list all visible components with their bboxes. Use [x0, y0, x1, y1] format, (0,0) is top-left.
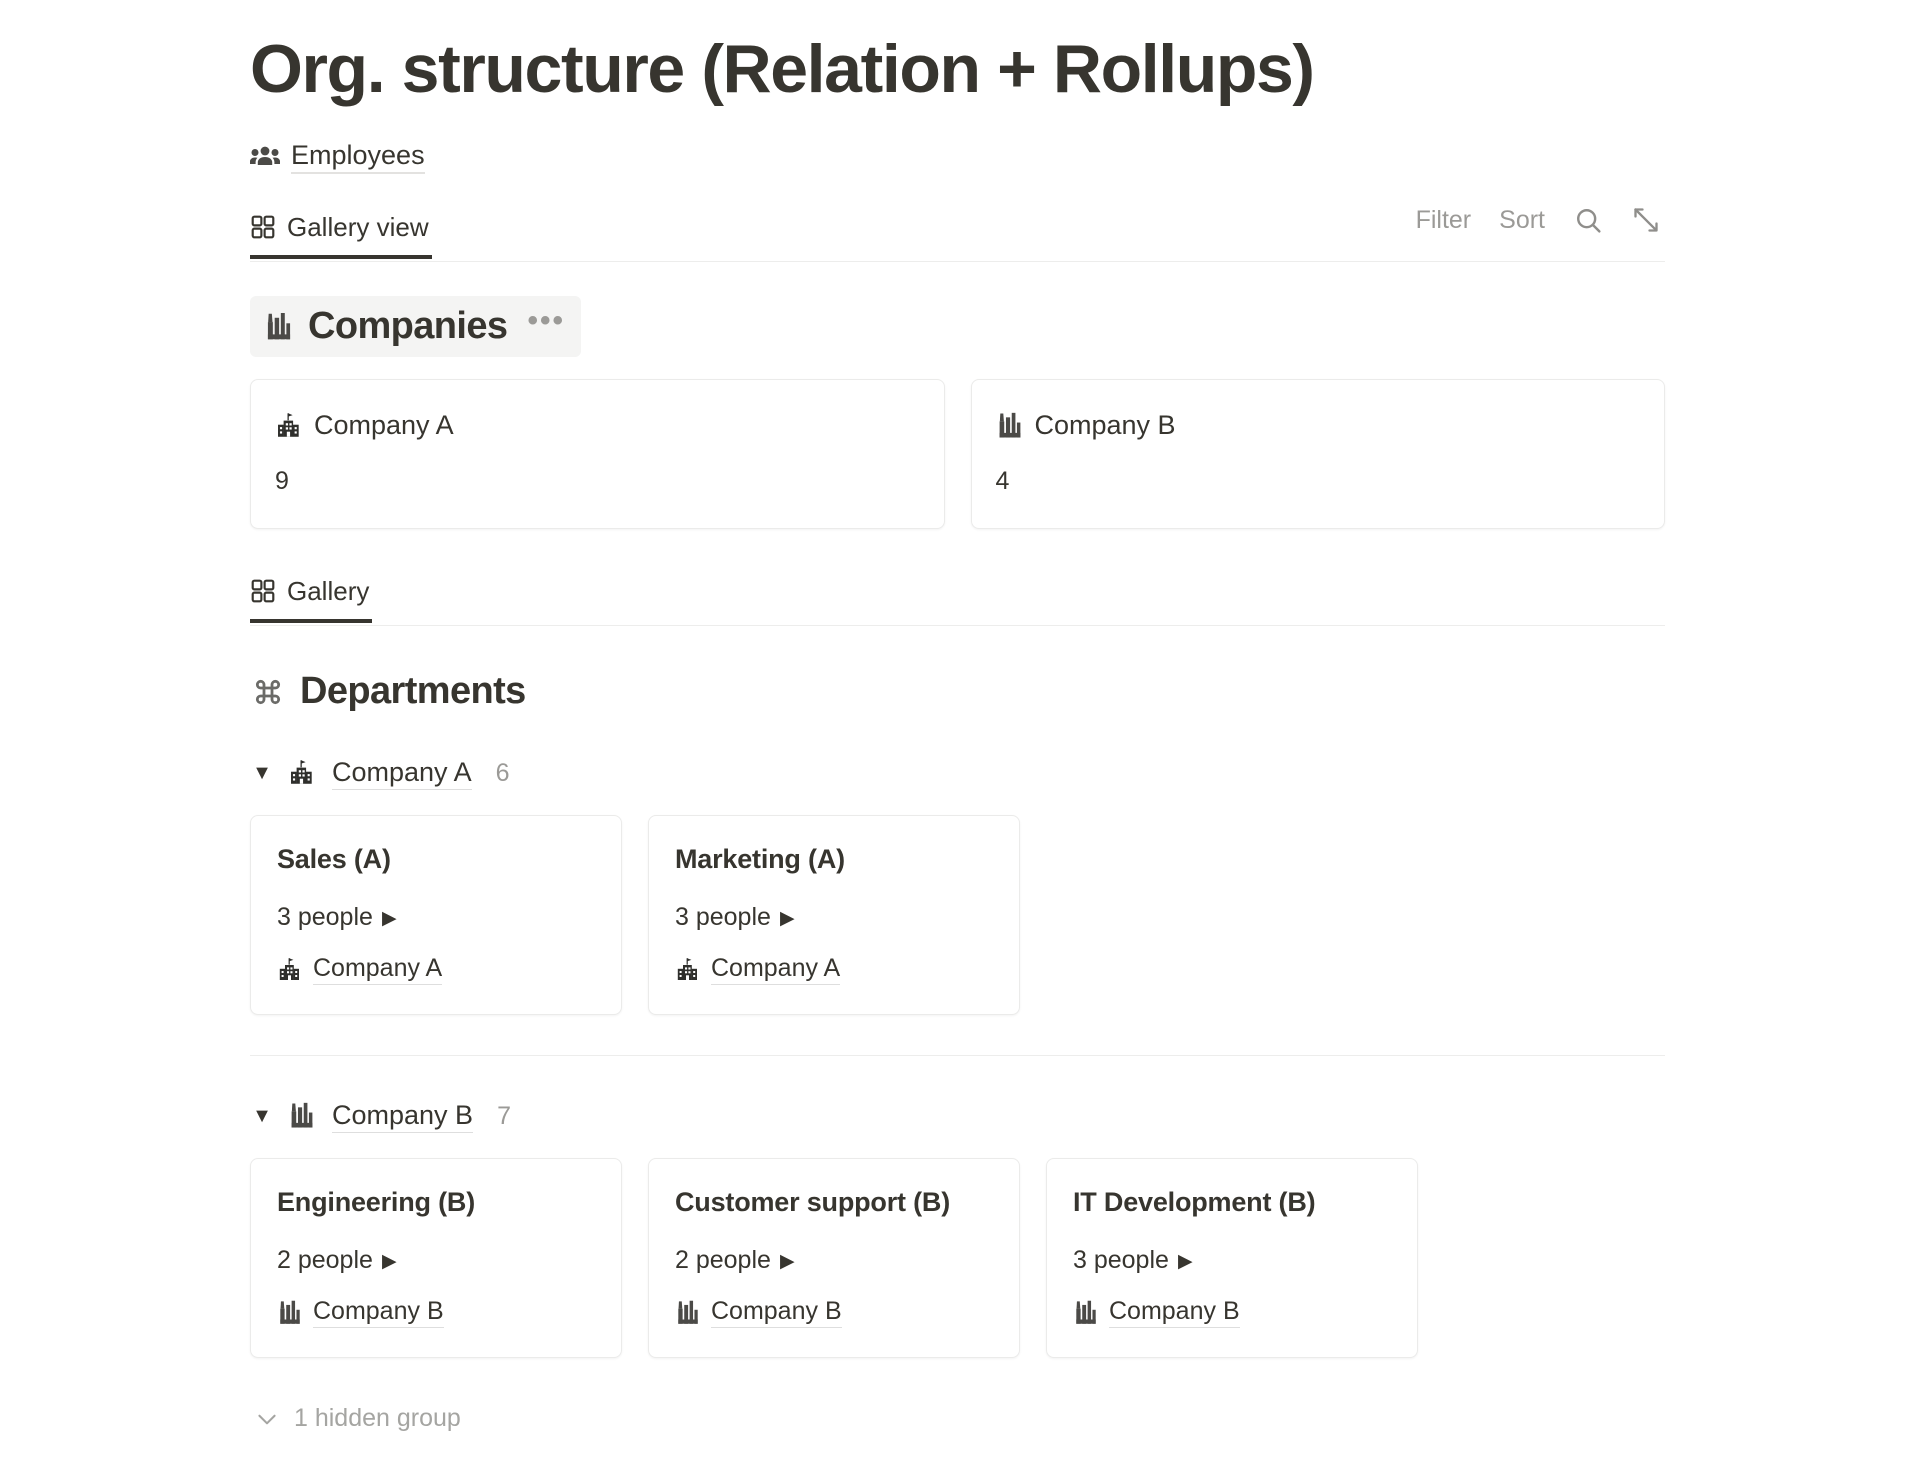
department-card-relation[interactable]: Company B: [1073, 1297, 1391, 1329]
hidden-group-toggle[interactable]: 1 hidden group: [250, 1404, 1665, 1433]
breadcrumb-label: Employees: [291, 140, 425, 175]
department-card-title: Sales (A): [277, 844, 391, 875]
department-card[interactable]: Customer support (B) 2 people ▶: [648, 1158, 1020, 1359]
rollup-value: 2 people: [675, 1246, 771, 1275]
department-card-title: Engineering (B): [277, 1187, 475, 1218]
department-card[interactable]: IT Development (B) 3 people ▶: [1046, 1158, 1418, 1359]
department-card-title: Marketing (A): [675, 844, 845, 875]
expand-rollup-icon[interactable]: ▶: [381, 1251, 397, 1273]
company-card-value: 4: [995, 467, 1010, 496]
department-card-title: Customer support (B): [675, 1187, 950, 1218]
tab-gallery-view-label: Gallery view: [287, 211, 429, 242]
school-building-icon: [275, 412, 303, 440]
company-card[interactable]: Company B 4: [970, 379, 1665, 530]
department-card-relation[interactable]: Company B: [675, 1297, 993, 1329]
factory-building-icon: [264, 311, 294, 343]
department-card-rollup[interactable]: 2 people ▶: [675, 1246, 993, 1275]
tab-gallery[interactable]: Gallery: [250, 563, 373, 624]
department-card[interactable]: Marketing (A) 3 people ▶: [648, 815, 1020, 1016]
collapse-caret-icon[interactable]: ▼: [252, 762, 272, 785]
department-card-relation[interactable]: Company A: [277, 954, 595, 986]
school-building-icon: [675, 957, 701, 983]
group-header-company-a[interactable]: ▼ Compan: [250, 753, 1665, 793]
company-card-title: Company A: [314, 410, 454, 441]
relation-link[interactable]: Company A: [313, 954, 443, 986]
factory-building-icon: [1073, 1299, 1099, 1327]
departments-heading[interactable]: Departments: [250, 670, 1665, 713]
gallery-icon: [250, 578, 276, 604]
view-toolbar: Gallery view Filter Sort: [250, 199, 1665, 263]
sort-button[interactable]: Sort: [1499, 205, 1545, 234]
expand-rollup-icon[interactable]: ▶: [381, 908, 397, 930]
expand-rollup-icon[interactable]: ▶: [1177, 1251, 1193, 1273]
companies-heading-label: Companies: [308, 305, 508, 348]
command-loop-icon: [252, 676, 284, 708]
departments-heading-label: Departments: [300, 670, 526, 713]
collapse-caret-icon[interactable]: ▼: [252, 1105, 272, 1128]
department-card-relation[interactable]: Company A: [675, 954, 993, 986]
expand-rollup-icon[interactable]: ▶: [779, 1251, 795, 1273]
factory-building-icon: [277, 1299, 303, 1327]
school-building-icon: [277, 957, 303, 983]
tab-gallery-label: Gallery: [287, 575, 370, 606]
relation-link[interactable]: Company B: [1109, 1297, 1240, 1329]
rollup-value: 2 people: [277, 1246, 373, 1275]
departments-view-toolbar: Gallery: [250, 563, 1665, 627]
company-card-title-row: Company B: [996, 410, 1641, 441]
companies-options-icon[interactable]: •••: [527, 304, 565, 338]
rollup-value: 3 people: [277, 903, 373, 932]
expand-rollup-icon[interactable]: ▶: [779, 908, 795, 930]
factory-building-icon: [675, 1299, 701, 1327]
rollup-value: 3 people: [675, 903, 771, 932]
department-card-rollup[interactable]: 3 people ▶: [277, 903, 595, 932]
department-card-rollup[interactable]: 3 people ▶: [1073, 1246, 1391, 1275]
company-card-value: 9: [275, 467, 289, 496]
expand-diagonal-icon[interactable]: [1631, 205, 1661, 235]
relation-link[interactable]: Company A: [711, 954, 841, 986]
group-count: 7: [497, 1101, 511, 1130]
gallery-icon: [250, 214, 276, 240]
group-divider: [250, 1055, 1665, 1057]
company-card[interactable]: Company A 9: [250, 379, 945, 530]
department-card[interactable]: Engineering (B) 2 people ▶: [250, 1158, 622, 1359]
relation-link[interactable]: Company B: [711, 1297, 842, 1329]
group-header-company-b[interactable]: ▼ Company B 7: [250, 1096, 1665, 1136]
filter-button[interactable]: Filter: [1415, 205, 1472, 234]
page-title: Org. structure (Relation + Rollups): [250, 31, 1315, 107]
hidden-group-label: 1 hidden group: [294, 1404, 461, 1433]
group-name[interactable]: Company B: [332, 1100, 474, 1133]
view-toolbar-actions: Filter Sort: [1416, 205, 1661, 235]
departments-gallery-company-b: Engineering (B) 2 people ▶: [250, 1158, 1665, 1359]
breadcrumb[interactable]: Employees: [250, 140, 1665, 175]
school-building-icon: [288, 759, 316, 787]
rollup-value: 3 people: [1073, 1246, 1169, 1275]
department-card[interactable]: Sales (A) 3 people ▶: [250, 815, 622, 1016]
department-card-relation[interactable]: Company B: [277, 1297, 595, 1329]
group-count: 6: [495, 758, 510, 787]
company-card-title-row: Company A: [275, 410, 920, 441]
departments-gallery-company-a: Sales (A) 3 people ▶: [250, 815, 1665, 1016]
department-card-rollup[interactable]: 2 people ▶: [277, 1246, 595, 1275]
factory-building-icon: [288, 1101, 316, 1131]
relation-link[interactable]: Company B: [313, 1297, 444, 1329]
search-icon[interactable]: [1573, 205, 1603, 235]
tab-gallery-view[interactable]: Gallery view: [250, 199, 432, 260]
companies-heading[interactable]: Companies •••: [250, 296, 581, 358]
factory-building-icon: [996, 411, 1024, 441]
chevron-down-icon[interactable]: [254, 1406, 280, 1432]
department-card-title: IT Development (B): [1073, 1187, 1316, 1218]
people-icon: [250, 145, 280, 169]
companies-gallery: Company A 9: [250, 379, 1665, 530]
company-card-title: Company B: [1034, 410, 1176, 441]
page-content: Org. structure (Relation + Rollups) Empl…: [250, 0, 1665, 1433]
department-card-rollup[interactable]: 3 people ▶: [675, 903, 993, 932]
group-name[interactable]: Company A: [332, 757, 472, 790]
